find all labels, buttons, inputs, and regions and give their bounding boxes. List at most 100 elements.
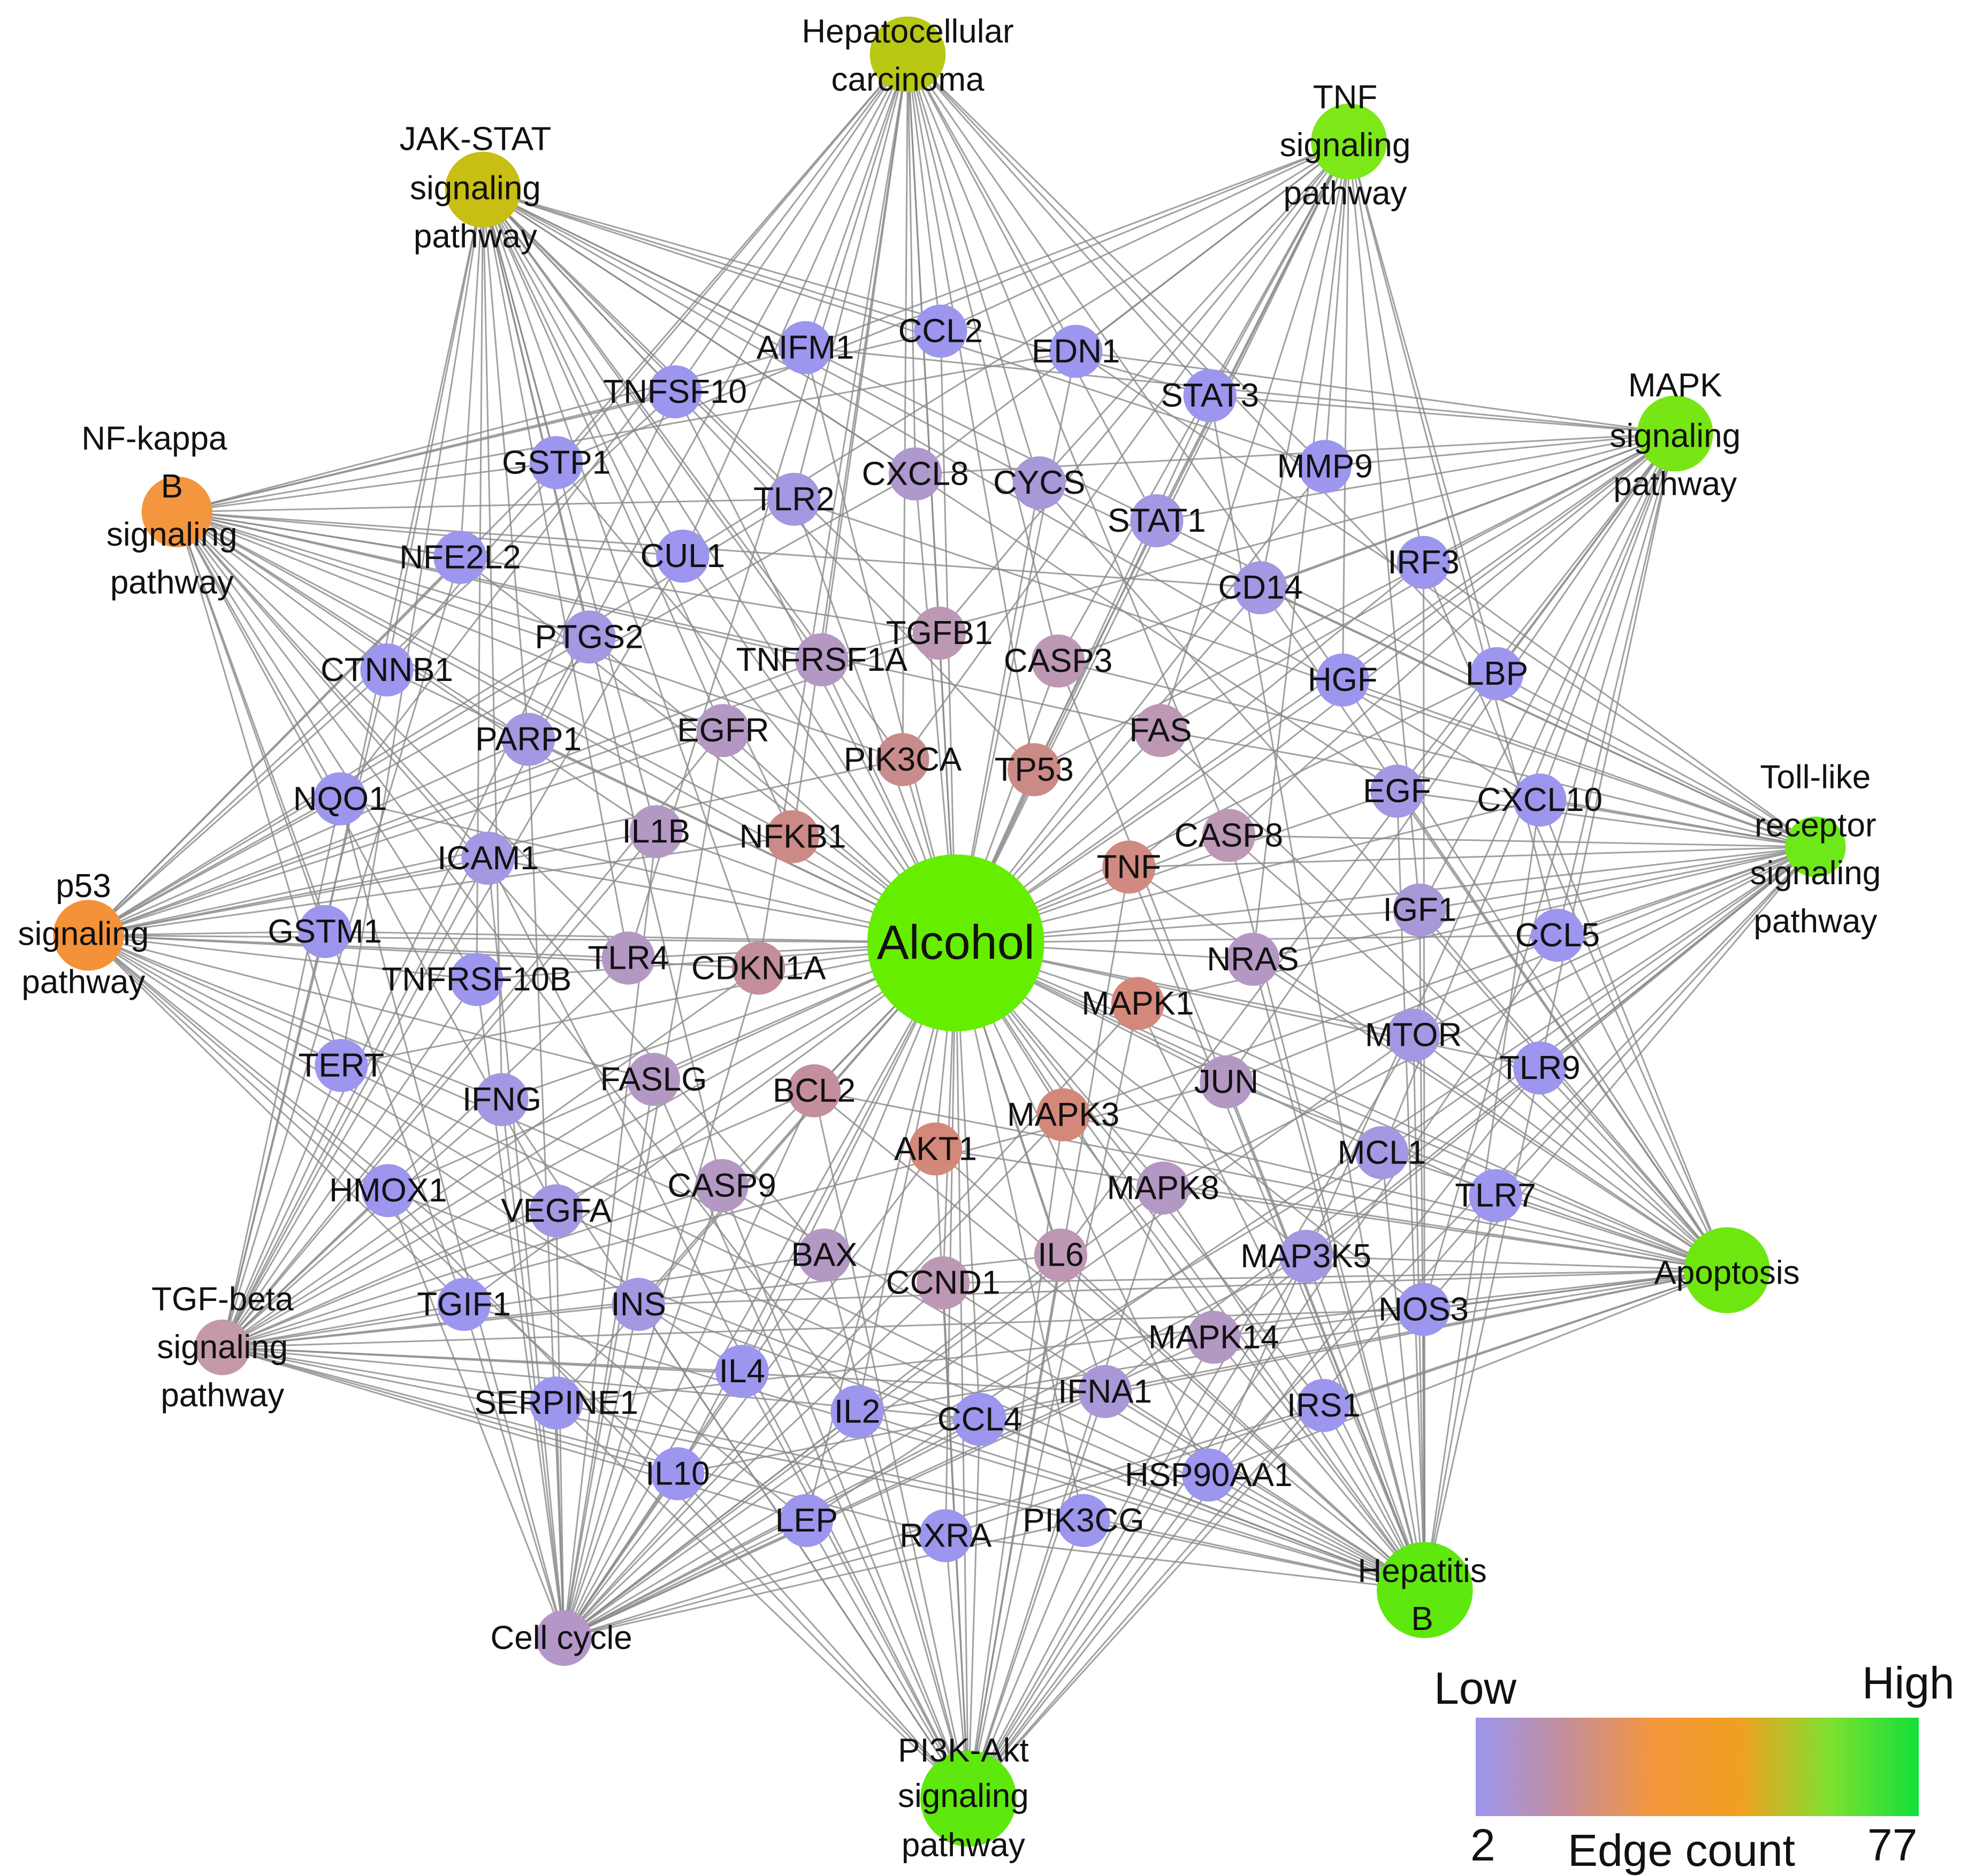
edge-nfkb-cd14 [177,511,1261,589]
pathway-label-p53-2: pathway [21,963,145,1000]
edge-p53-lep [88,935,807,1521]
gene-label-tp53: TP53 [995,751,1074,788]
pathway-label-nfkb-3: pathway [110,564,234,601]
edge-mapk-hgf [1342,433,1676,681]
edge-tnf-mmp9 [1324,141,1350,467]
edge-tgfb-il10 [222,1346,678,1475]
alcohol-hub-node [867,854,1044,1031]
gene-node-bcl2 [788,1064,841,1117]
gene-node-rxra [919,1509,972,1563]
edge-mapk-tlr9 [1539,433,1676,1068]
pathway-label-mapk-1: signaling [1609,418,1741,455]
pathway-label-apop-0: Apoptosis [1654,1254,1799,1291]
edge-tgfb-ifna1 [222,1346,1105,1392]
gene-label-tlr2: TLR2 [753,481,835,518]
pathway-node-pi3k [920,1750,1017,1847]
edge-apop-tlr9 [1539,1067,1728,1271]
edge-tlr-mtor [1413,846,1816,1036]
edge-mapk-stat3 [1210,395,1675,434]
pathway-label-cc-0: Cell cycle [490,1620,632,1657]
edge-hcc-tp53 [907,54,1035,770]
gene-node-ccl4 [953,1392,1006,1446]
edge-nfkb-tnfrsf10b [176,511,478,980]
edge-hepb-nras [1252,959,1426,1590]
edge-alcohol-hsp90aa1 [955,942,1210,1475]
edge-tgfb-ins [222,1303,639,1349]
gene-label-mtor: MTOR [1365,1017,1462,1054]
pathway-node-nfkb [141,476,212,548]
edge-pi3k-mapk14 [967,1337,1215,1799]
gene-label-ctnnb1: CTNNB1 [321,652,453,688]
edge-hcc-ccl2 [907,54,942,332]
edge-nfkb-parp1 [176,511,529,740]
edge-tlr-tlr2 [794,498,1816,848]
edge-p53-nfkb1 [88,836,793,936]
edge-jak-mmp9 [483,188,1325,468]
gene-label-map3k5: MAP3K5 [1240,1238,1371,1275]
gene-node-hgf [1316,653,1369,707]
edge-hepb-mapk14 [1213,1336,1425,1591]
edge-hcc-cul1 [682,53,909,557]
pathway-label-pi3k-2: pathway [902,1827,1025,1864]
pathway-label-jak-1: signaling [410,170,541,207]
gene-node-akt1 [909,1122,962,1176]
edge-pi3k-il4 [741,1370,970,1799]
gene-node-cycs [1012,456,1066,510]
edge-nfkb-bax [176,511,825,1256]
edge-pi3k-il10 [677,1473,970,1800]
edge-alcohol-tlr [956,846,1816,944]
gene-node-tert [315,1039,368,1092]
gene-label-edn1: EDN1 [1032,333,1120,370]
edge-pi3k-hsp90aa1 [967,1474,1210,1800]
edge-nfkb-tlr2 [177,498,794,513]
edge-tlr-tlr7 [1494,846,1817,1197]
edge-mapk-stat1 [1156,432,1675,522]
edge-alcohol-edn1 [955,351,1077,943]
gene-node-gstm1 [298,905,352,958]
edge-alcohol-apop [955,942,1728,1271]
edge-cc-il4 [563,1370,743,1638]
edge-alcohol-lep [805,943,957,1521]
edge-jak-ctnnb1 [386,189,484,670]
edge-tnf-irf3 [1348,141,1424,563]
pathway-node-tlr [1785,816,1846,877]
gene-node-pik3cg [1057,1494,1110,1547]
gene-label-hsp90aa1: HSP90AA1 [1125,1457,1293,1494]
pathway-node-p53 [53,900,124,971]
gene-label-tert: TERT [299,1047,385,1084]
edge-alcohol-pi3k [955,943,970,1799]
edge-mapk-egf [1396,433,1676,792]
gene-label-fas: FAS [1129,712,1192,749]
edge-nfkb-tgfb1 [177,511,940,634]
edges [88,53,1817,1800]
edge-p53-egfr [88,730,723,936]
gene-node-tnf [1102,840,1156,894]
edge-jak-tp53 [482,189,1035,770]
gene-node-irf3 [1397,535,1451,589]
edge-tlr-fas [1160,730,1816,848]
edge-hepb-ccnd1 [942,1282,1425,1591]
edge-mapk-casp8 [1228,433,1676,836]
gene-node-casp8 [1202,809,1256,862]
gene-node-nos3 [1397,1283,1451,1336]
legend-max-value: 77 [1867,1820,1917,1870]
edge-jak-egf [482,189,1398,792]
edge-tgfb-pik3cg [222,1346,1084,1521]
gene-node-vegfa [530,1184,583,1238]
edge-nfkb-aifm1 [177,347,806,513]
edge-tlr-lbp [1496,673,1816,848]
edge-hcc-nfkb1 [792,54,909,837]
edge-cc-lep [563,1520,807,1639]
edge-hcc-stat3 [907,53,1211,396]
edge-tlr-cd14 [1260,587,1816,848]
gene-node-il6 [1034,1228,1087,1282]
edge-jak-tlr4 [482,189,629,959]
gene-label-bcl2: BCL2 [773,1073,856,1109]
edge-alcohol-lbp [955,673,1498,944]
edge-cc-il2 [563,1411,858,1639]
edge-hepb-mapk3 [1062,1114,1425,1591]
edge-hepb-il2 [857,1411,1425,1591]
pathway-label-hepb-0: Hepatitis [1357,1552,1486,1589]
edge-pi3k-bax [823,1254,970,1799]
gene-node-tp53 [1008,743,1061,797]
